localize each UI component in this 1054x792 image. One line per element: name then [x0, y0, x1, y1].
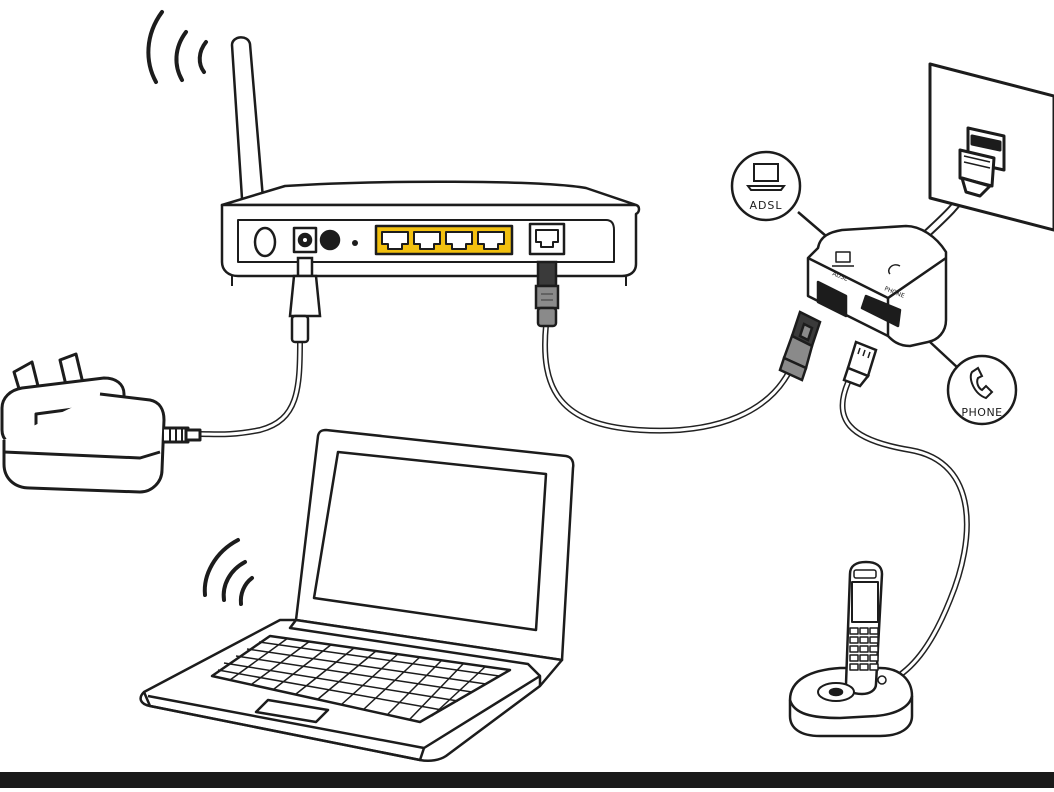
- phone-base: [788, 666, 914, 738]
- laptop-wifi-waves-icon: [202, 538, 254, 606]
- bottom-bar: [0, 772, 1054, 788]
- router-top-shell: [220, 180, 638, 207]
- phone-keypad[interactable]: [849, 627, 879, 671]
- adsl-callout-label: ADSL: [749, 199, 782, 212]
- phone-earpiece: [853, 569, 877, 579]
- cordless-phone[interactable]: [788, 560, 914, 738]
- router[interactable]: [220, 36, 641, 286]
- laptop-screen: [312, 450, 548, 632]
- laptop-touchpad[interactable]: [254, 698, 330, 724]
- dsl-cable: [542, 322, 793, 434]
- phone-callout-label: PHONE: [961, 406, 1002, 419]
- router-lan-ports[interactable]: [381, 231, 505, 250]
- router-reset-hole[interactable]: [352, 240, 358, 246]
- adsl-filter: [806, 224, 948, 348]
- dc-plug: [288, 256, 322, 344]
- power-cable: [197, 337, 303, 438]
- filter-phone-plug: [842, 340, 878, 388]
- laptop[interactable]: [139, 428, 575, 763]
- adsl-callout: ADSL: [730, 150, 827, 237]
- laptop-icon: [746, 163, 786, 191]
- phone-display: [851, 581, 879, 623]
- phone-callout: PHONE: [929, 341, 1018, 426]
- filter-adsl-mini-icon: [832, 251, 854, 267]
- telephone-handset-icon: [969, 366, 994, 400]
- wifi-waves-icon: [146, 10, 208, 84]
- filter-phone-mini-icon: [888, 264, 901, 275]
- power-adapter: [0, 352, 202, 494]
- filter-dsl-plug: [778, 310, 822, 382]
- filter-phone-port[interactable]: [860, 294, 902, 328]
- router-dsl-plug: [534, 260, 560, 328]
- wall-socket: [928, 62, 1054, 232]
- filter-adsl-port[interactable]: [816, 280, 848, 318]
- router-power-button[interactable]: [319, 229, 341, 251]
